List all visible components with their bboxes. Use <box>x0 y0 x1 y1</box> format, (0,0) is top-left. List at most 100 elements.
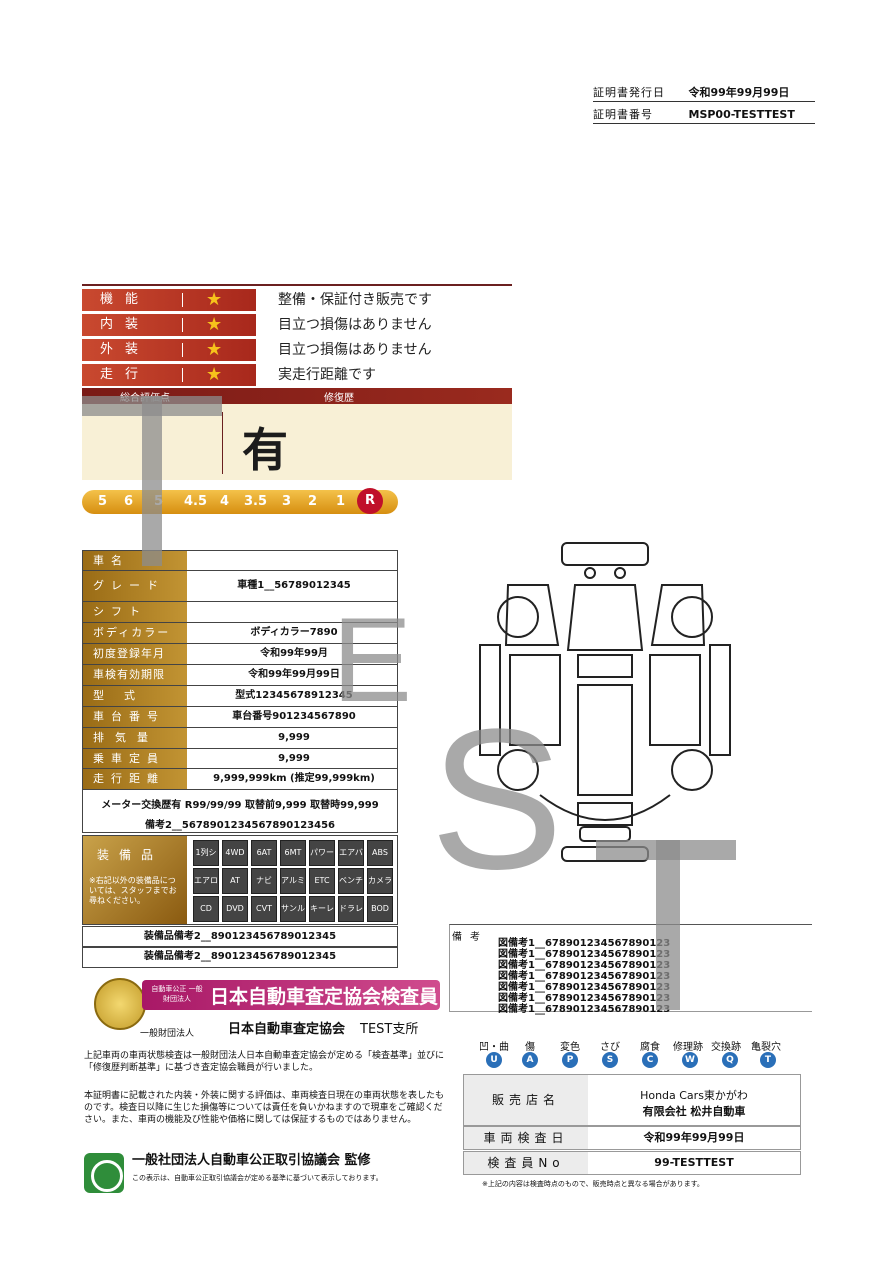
inspection-date-row: 車両検査日 令和99年99月99日 <box>463 1126 801 1150</box>
scale-item: 2 <box>308 494 318 509</box>
windshield <box>577 654 633 678</box>
equipment-chip: ETC <box>309 868 335 894</box>
equipment-chip: CVT <box>251 896 277 922</box>
rating-label: 内装 <box>82 314 256 336</box>
equipment-chip: パワーステ <box>309 840 335 881</box>
right-side <box>709 644 731 756</box>
trunk-handle <box>579 826 631 842</box>
spec-label: 乗車定員 <box>83 749 187 769</box>
remarks-line: 図備考1__678901234567890123 <box>498 982 671 993</box>
equipment-chip: ABS <box>367 840 393 866</box>
equipment-chip: ドラレコ <box>338 896 364 937</box>
evaluation-divider <box>222 412 223 474</box>
score-scale: 5 6 5 4.5 4 3.5 3 2 1 <box>82 490 398 514</box>
legend-dot: W <box>682 1052 698 1068</box>
scale-item: 6 <box>124 494 134 509</box>
equipment-chip: ベンチシート <box>338 868 364 909</box>
rating-separator <box>182 293 183 307</box>
star-icon: ★ <box>206 339 223 360</box>
badge-title: 日本自動車査定協会検査員 <box>210 986 439 1008</box>
equipment-chip: DVD <box>222 896 248 922</box>
spec-row: 排気量 9,999 <box>82 727 398 749</box>
council-title: 一般社団法人自動車公正取引協議会 監修 <box>132 1153 371 1168</box>
spec-label: シフト <box>83 602 187 622</box>
org-prefix: 一般財団法人 <box>140 1029 195 1039</box>
rating-label: 走行 <box>82 364 256 386</box>
inspector-value: 99-TESTTEST <box>654 1156 734 1169</box>
spec-value: 型式12345678912345 <box>235 690 353 701</box>
rating-row: 機能 ★ 整備・保証付き販売です <box>82 289 512 311</box>
spec-value: 9,999 <box>278 732 310 743</box>
issue-date-label: 証明書発行日 <box>593 86 665 99</box>
remarks-line: 図備考1__678901234567890123 <box>498 938 671 949</box>
legend-label: さび <box>600 1042 620 1053</box>
legend-label: 凹・曲 <box>479 1042 509 1053</box>
front-bumper <box>561 542 649 566</box>
inspector-row: 検査員No 99-TESTTEST <box>463 1151 801 1175</box>
header-divider <box>593 101 815 102</box>
roof <box>577 684 633 796</box>
remarks-line: 図備考1__678901234567890123 <box>498 960 671 971</box>
wheel-left-rear <box>497 749 539 791</box>
equipment-chip: エアバッグ <box>338 840 364 881</box>
legend-dot: U <box>486 1052 502 1068</box>
equipment-chip: ナビ <box>251 868 277 894</box>
equipment-chip: キーレス <box>309 896 335 937</box>
panel-top-line <box>82 284 512 286</box>
rating-separator <box>182 318 183 332</box>
legend-label: 亀裂穴 <box>751 1042 781 1053</box>
legend-label: 交換跡 <box>711 1042 741 1053</box>
issue-date-row: 証明書発行日 令和99年99月99日 <box>593 84 815 100</box>
spec-row: 車名 <box>82 550 398 572</box>
repair-label: 修復歴 <box>324 393 354 404</box>
equipment-chip: エアロ <box>193 868 219 894</box>
spec-value: 令和99年99月 <box>260 648 328 659</box>
car-diagram <box>479 542 731 862</box>
equipment-note: ※右記以外の装備品については、スタッフまでお尋ねください。 <box>89 876 177 905</box>
remarks-title: 備考 <box>452 932 488 943</box>
rating-separator <box>182 343 183 357</box>
inspector-badge: 自動車公正 一般財団法人 日本自動車査定協会検査員 <box>142 980 440 1010</box>
remarks-line: 図備考1__678901234567890123 <box>498 993 671 1004</box>
meter-line: 備考2__5678901234567890123456 <box>144 820 336 831</box>
spec-value: 車種1__56789012345 <box>237 580 351 591</box>
remarks-line: 図備考1__678901234567890123 <box>498 971 671 982</box>
right-doors <box>649 654 701 746</box>
wheel-right-rear <box>671 749 713 791</box>
spec-label: 排気量 <box>83 728 187 748</box>
legend-dot: C <box>642 1052 658 1068</box>
rating-text: 目立つ損傷はありません <box>278 342 432 358</box>
spec-label: 型式 <box>83 686 187 706</box>
left-side <box>479 644 501 756</box>
rating-label: 機能 <box>82 289 256 311</box>
badge-small-text: 自動車公正 一般財団法人 <box>151 985 203 1003</box>
dealer-name-row: 販売店名 Honda Cars東かがわ 有限会社 松井自動車 <box>463 1074 801 1126</box>
equipment-panel: 装備品 ※右記以外の装備品については、スタッフまでお尋ねください。 1列シート … <box>82 835 398 937</box>
spec-value: 令和99年99月99日 <box>248 669 340 680</box>
assoc-paragraph: 上記車両の車両状態検査は一般財団法人日本自動車査定協会が定める「検査基準」並びに… <box>84 1051 445 1073</box>
spec-value: 車台番号901234567890 <box>232 711 356 722</box>
inspection-date-value: 令和99年99月99日 <box>643 1131 745 1144</box>
rear-panel <box>539 794 671 821</box>
equipment-remark: 装備品備考2__890123456789012345 <box>82 926 398 948</box>
meter-line: メーター交換歴有 R99/99/99 取替前9,999 取替時99,999 <box>101 800 379 811</box>
rear-window <box>577 802 633 826</box>
right-front-fender <box>650 584 706 646</box>
legend-label: 腐食 <box>640 1042 660 1053</box>
header-divider <box>593 123 815 124</box>
assoc-paragraph: 本証明書に記載された内装・外装に関する評価は、車両検査日現在の車両状態を表したも… <box>84 1091 445 1125</box>
remarks-line: 図備考1__678901234567890123 <box>498 949 671 960</box>
equipment-chip: 6MT <box>280 840 306 866</box>
issue-date-value: 令和99年99月99日 <box>688 86 790 99</box>
spec-label: 車台番号 <box>83 707 187 727</box>
dealer-footnote: ※上記の内容は検査時点のもので、販売時点と異なる場合があります。 <box>482 1180 704 1188</box>
spec-row: 車検有効期限令和99年99月99日 <box>82 664 398 686</box>
scale-item: 1 <box>336 494 346 509</box>
cert-no-label: 証明書番号 <box>593 108 653 121</box>
watermark-t-stem <box>656 840 680 1010</box>
wheel-right-front <box>671 596 713 638</box>
left-doors <box>509 654 561 746</box>
spec-value: ボディカラー7890 <box>250 627 338 638</box>
repair-value: 有 <box>242 423 288 477</box>
